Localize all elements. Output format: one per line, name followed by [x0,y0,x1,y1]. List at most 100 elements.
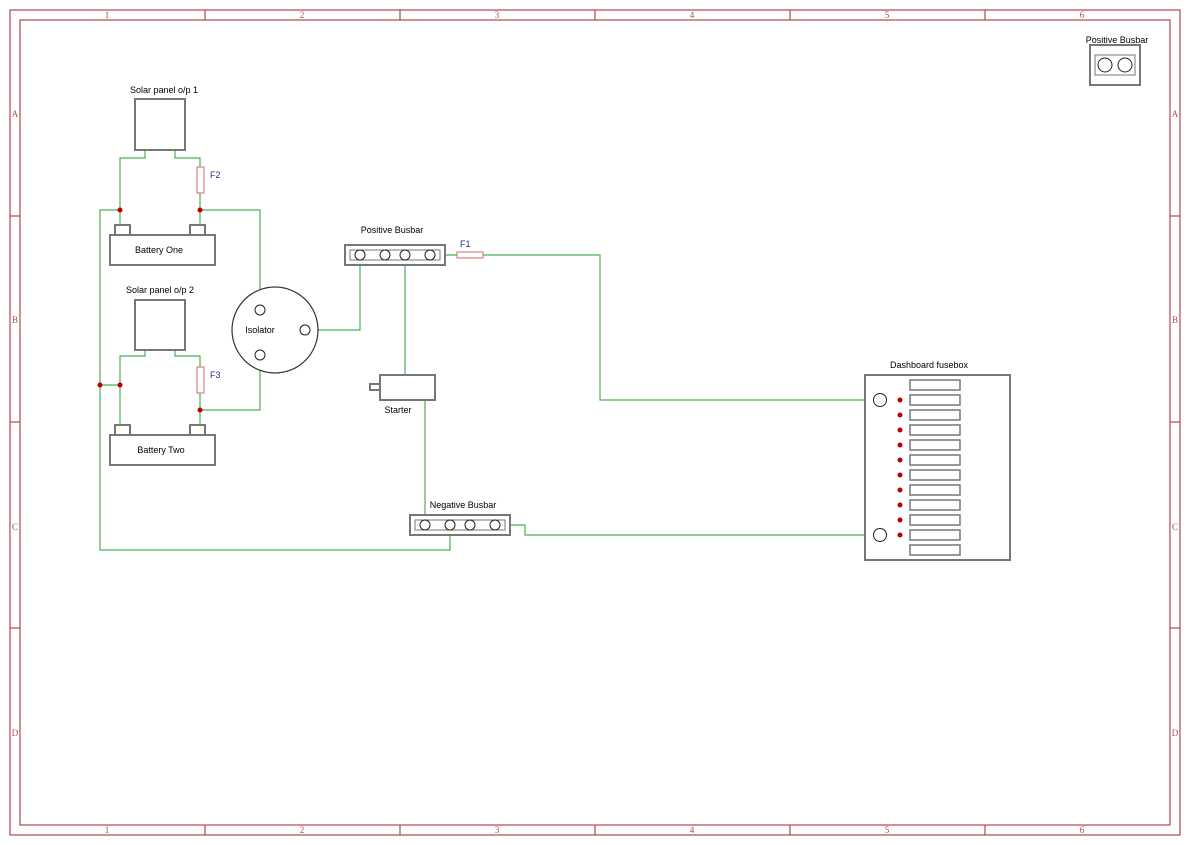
legend-terminal [1097,57,1113,73]
column-label-top: 3 [495,10,500,20]
wires [99,150,910,551]
junction-dot [897,487,903,493]
junction-dot [897,502,903,508]
fuse-f2-label: F2 [210,170,221,180]
fusebox-fuse-slot[interactable] [909,409,961,421]
isolator-terminal [299,324,311,336]
solar-panel-1[interactable]: Solar panel o/p 1 [130,85,198,151]
fuse-f2[interactable]: F2 [196,166,221,194]
fusebox-negative-terminal [873,528,887,542]
row-label-right: C [1172,522,1178,532]
wire [119,150,146,225]
junction-dot [897,427,903,433]
junction-dot [897,442,903,448]
starter-label: Starter [384,405,411,415]
column-label-top: 6 [1080,10,1085,20]
column-label-bottom: 5 [885,825,890,835]
fusebox-fuse-slot[interactable] [909,514,961,526]
column-label-bottom: 6 [1080,825,1085,835]
battery-one[interactable]: Battery One [109,224,216,266]
busbar-terminal [424,249,436,261]
row-label-left: C [12,522,18,532]
column-label-bottom: 1 [105,825,110,835]
legend-terminal [1117,57,1133,73]
fuse-f3-label: F3 [210,370,221,380]
fuse-f1-label: F1 [460,239,471,249]
wire [305,255,361,331]
dashboard-fusebox[interactable]: Dashboard fusebox [864,360,1011,561]
isolator-terminal [254,349,266,361]
fusebox-fuse-slot[interactable] [909,424,961,436]
negative-busbar-label: Negative Busbar [430,500,497,510]
busbar-terminal [354,249,366,261]
positive-busbar[interactable]: Positive Busbar [344,225,446,266]
fusebox-fuse-slot[interactable] [909,484,961,496]
junction-dot [897,532,903,538]
dashboard-fusebox-label: Dashboard fusebox [890,360,969,370]
starter[interactable]: Starter [369,374,436,415]
wire [174,150,201,167]
solar-panel-1-label: Solar panel o/p 1 [130,85,198,95]
fuse-f3[interactable]: F3 [196,366,221,394]
row-label-left: B [12,315,18,325]
legend-positive-busbar[interactable]: Positive Busbar [1086,35,1149,86]
negative-busbar[interactable]: Negative Busbar [409,500,511,536]
junction-dot [97,382,103,388]
junction-dot [197,207,203,213]
junction-dot [117,382,123,388]
junction-dot [117,207,123,213]
column-label-bottom: 2 [300,825,305,835]
solar-panel-2-label: Solar panel o/p 2 [126,285,194,295]
row-label-left: A [12,109,19,119]
fusebox-fuse-slot[interactable] [909,499,961,511]
legend-positive-busbar-label: Positive Busbar [1086,35,1149,45]
fusebox-fuse-slot[interactable] [909,469,961,481]
wire [495,524,880,536]
battery-two-label: Battery Two [137,445,184,455]
busbar-terminal [419,519,431,531]
fusebox-slots [909,379,961,556]
fusebox-fuse-slot[interactable] [909,529,961,541]
battery-two[interactable]: Battery Two [109,424,216,466]
isolator[interactable]: Isolator [231,286,319,374]
junction-dot [897,412,903,418]
row-label-left: D [12,728,19,738]
junctions [97,207,903,538]
row-label-right: D [1172,728,1179,738]
junction-dot [897,457,903,463]
fusebox-fuse-slot[interactable] [909,454,961,466]
fusebox-fuse-slot[interactable] [909,379,961,391]
drawing-frame: 1 2 3 4 5 6 1 2 3 4 5 6 A B C D A B C D [9,9,1181,836]
junction-dot [897,397,903,403]
junction-dot [897,472,903,478]
solar-panel-2[interactable]: Solar panel o/p 2 [126,285,194,351]
busbar-terminal [399,249,411,261]
wire [99,209,451,551]
row-label-right: A [1172,109,1179,119]
busbar-terminal [444,519,456,531]
fusebox-fuse-slot[interactable] [909,544,961,556]
positive-busbar-label: Positive Busbar [361,225,424,235]
junction-dot [897,517,903,523]
fusebox-junctions [897,397,903,538]
busbar-terminal [464,519,476,531]
wire [200,355,261,411]
column-label-top: 1 [105,10,110,20]
isolator-label: Isolator [245,325,275,335]
fusebox-positive-terminal [873,393,887,407]
busbar-terminal [379,249,391,261]
busbar-terminal [489,519,501,531]
column-label-bottom: 4 [690,825,695,835]
isolator-terminal [254,304,266,316]
fuse-f1[interactable]: F1 [456,239,484,259]
battery-one-label: Battery One [135,245,183,255]
wire [200,209,261,310]
wire [483,254,880,401]
column-label-bottom: 3 [495,825,500,835]
column-label-top: 4 [690,10,695,20]
fusebox-fuse-slot[interactable] [909,439,961,451]
fusebox-fuse-slot[interactable] [909,394,961,406]
junction-dot [197,407,203,413]
column-label-top: 5 [885,10,890,20]
